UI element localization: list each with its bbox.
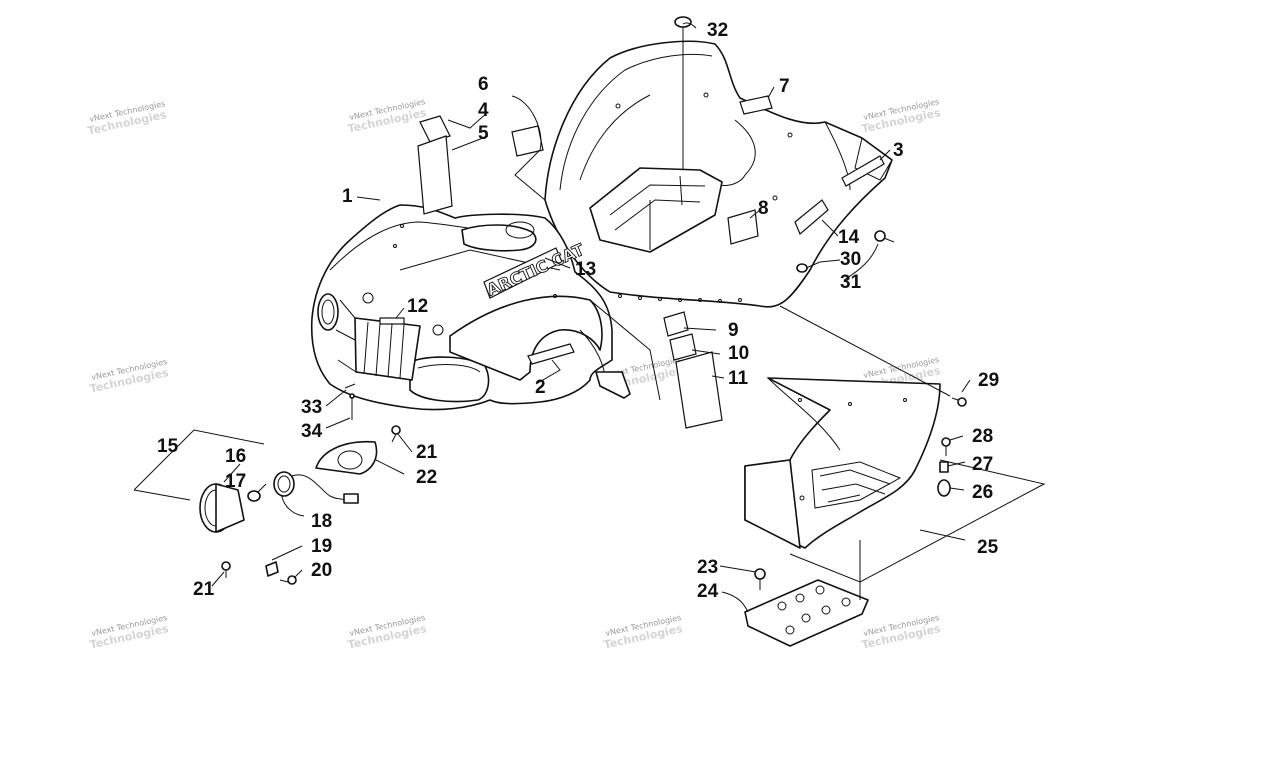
callout-7: 7 xyxy=(779,76,790,97)
callout-10: 10 xyxy=(728,343,749,364)
callout-15: 15 xyxy=(157,436,179,457)
callout-5: 5 xyxy=(478,123,489,144)
fender-bracket[interactable] xyxy=(595,371,631,399)
decal-10[interactable] xyxy=(669,333,697,361)
spacer-27[interactable] xyxy=(939,461,949,473)
callout-6: 6 xyxy=(478,74,489,95)
callout-18: 18 xyxy=(311,511,332,532)
decal-11[interactable] xyxy=(675,351,723,429)
decal-9[interactable] xyxy=(663,311,689,337)
callout-3: 3 xyxy=(893,140,904,161)
screw-23[interactable] xyxy=(754,568,766,590)
bolt-33-34[interactable] xyxy=(344,383,356,420)
leader-lines xyxy=(211,22,1046,613)
decal-2[interactable] xyxy=(527,343,575,365)
decal-5[interactable] xyxy=(417,135,453,215)
callout-20: 20 xyxy=(311,560,332,581)
washer-30[interactable] xyxy=(796,263,808,273)
callout-21-upper: 21 xyxy=(416,442,438,463)
callout-16: 16 xyxy=(225,446,246,467)
callout-8: 8 xyxy=(758,198,769,219)
footwell-25[interactable] xyxy=(744,377,941,549)
callout-30: 30 xyxy=(840,249,861,270)
callout-9: 9 xyxy=(728,320,739,341)
callout-29: 29 xyxy=(978,370,999,391)
callout-1: 1 xyxy=(342,186,353,207)
callout-22: 22 xyxy=(416,467,437,488)
callout-32: 32 xyxy=(707,20,728,41)
grommet-26[interactable] xyxy=(937,479,951,497)
callout-21-lower: 21 xyxy=(193,579,215,600)
callout-34: 34 xyxy=(301,421,323,442)
clip-19[interactable] xyxy=(265,561,279,577)
cap-32[interactable] xyxy=(674,16,692,170)
screw-29[interactable] xyxy=(951,397,967,407)
screw-14[interactable] xyxy=(874,230,895,243)
callout-19: 19 xyxy=(311,536,332,557)
screw-28[interactable] xyxy=(941,437,951,456)
decal-4[interactable] xyxy=(419,115,451,143)
screw-20[interactable] xyxy=(279,575,297,585)
callout-4: 4 xyxy=(478,100,489,121)
rear-body-panel[interactable] xyxy=(544,40,893,308)
callout-labels: 1 2 3 4 5 6 7 8 9 10 11 12 13 14 15 16 1… xyxy=(157,20,999,602)
decal-3-stripe xyxy=(841,155,885,187)
headlight-assembly-15[interactable] xyxy=(133,429,359,533)
callout-27: 27 xyxy=(972,454,993,475)
callout-23: 23 xyxy=(697,557,718,578)
decal-7[interactable] xyxy=(739,95,773,115)
decal-14[interactable] xyxy=(794,199,829,235)
callout-31: 31 xyxy=(840,272,862,293)
callout-11: 11 xyxy=(728,368,749,389)
callout-12: 12 xyxy=(407,296,428,317)
callout-25: 25 xyxy=(977,537,999,558)
callout-26: 26 xyxy=(972,482,993,503)
callout-28: 28 xyxy=(972,426,993,447)
decal-6[interactable] xyxy=(511,125,544,157)
callout-17: 17 xyxy=(225,471,246,492)
callout-13: 13 xyxy=(575,259,596,280)
screw-21-lower[interactable] xyxy=(221,561,231,578)
callout-33: 33 xyxy=(301,397,322,418)
callout-14: 14 xyxy=(838,227,860,248)
headlight-bezel-22[interactable] xyxy=(315,440,378,475)
decal-8[interactable] xyxy=(727,209,759,245)
callout-24: 24 xyxy=(697,581,719,602)
screw-21-upper[interactable] xyxy=(391,425,401,443)
skid-plate-24[interactable] xyxy=(744,579,869,647)
callout-2: 2 xyxy=(535,377,546,398)
